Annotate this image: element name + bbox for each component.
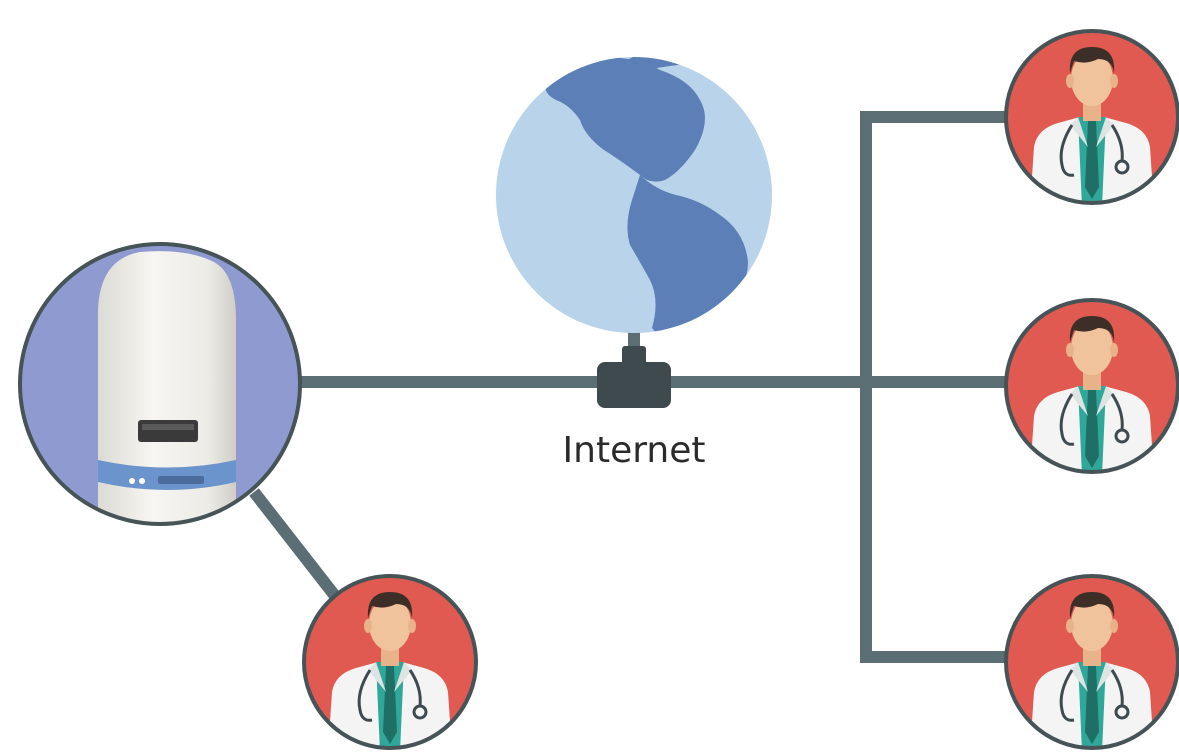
local-doctor-line bbox=[249, 488, 351, 614]
globe-icon bbox=[496, 57, 772, 333]
network-connector-icon bbox=[597, 346, 671, 408]
incubator-device-icon bbox=[18, 242, 302, 526]
branch-line bbox=[860, 111, 1010, 663]
internet-label: Internet bbox=[563, 430, 706, 471]
doctor-icon bbox=[1004, 574, 1179, 750]
doctor-icon bbox=[1004, 29, 1179, 205]
doctor-icon bbox=[302, 574, 478, 750]
doctor-icon bbox=[1004, 298, 1179, 474]
